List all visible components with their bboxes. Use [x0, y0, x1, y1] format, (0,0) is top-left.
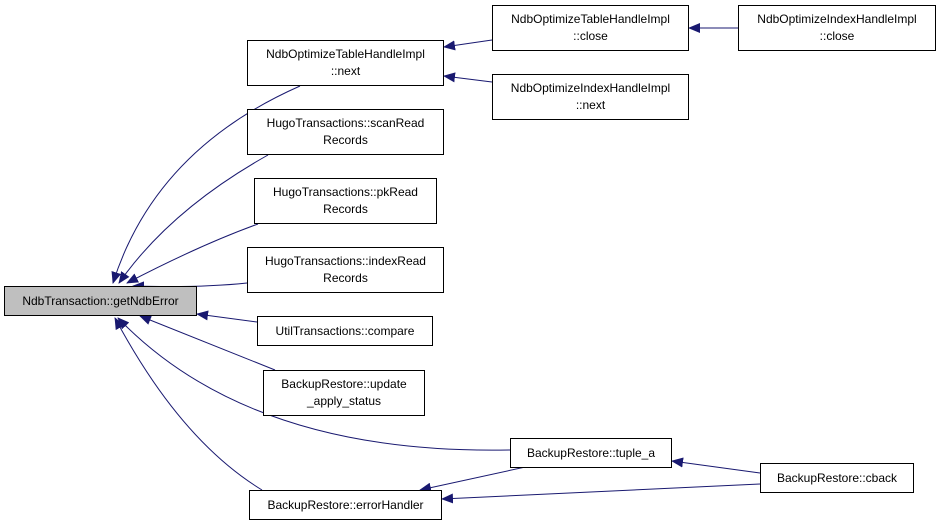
edge-hugo_pk-to-root: [126, 223, 259, 284]
node-label: ::next: [330, 64, 361, 78]
edge-backup_tuple-to-backup_error: [419, 465, 531, 493]
node-backuprestore-errorhandler[interactable]: BackupRestore::errorHandler: [249, 490, 442, 520]
node-backuprestore-cback[interactable]: BackupRestore::cback: [760, 463, 914, 493]
edge-opt_table_close-to-opt_table_next: [443, 39, 493, 51]
node-utiltransactions-compare[interactable]: UtilTransactions::compare: [257, 316, 433, 346]
node-ndboptimizeindexhandleimpl-next[interactable]: NdbOptimizeIndexHandleImpl ::next: [492, 74, 689, 120]
node-label: Records: [323, 202, 368, 216]
edge-backup_cback-to-backup_tuple: [671, 457, 761, 474]
node-label: UtilTransactions::compare: [275, 323, 415, 338]
node-label: NdbTransaction::getNdbError: [22, 293, 179, 308]
node-label: HugoTransactions::scanRead: [266, 116, 425, 130]
node-hugotransactions-scanreadrecords[interactable]: HugoTransactions::scanRead Records: [247, 109, 444, 155]
edge-backup_error-to-root: [114, 317, 263, 491]
node-label: _apply_status: [306, 394, 382, 408]
node-label: HugoTransactions::indexRead: [265, 254, 426, 268]
node-backuprestore-tuple-a[interactable]: BackupRestore::tuple_a: [510, 438, 672, 468]
node-ndboptimizeindexhandleimpl-close[interactable]: NdbOptimizeIndexHandleImpl ::close: [738, 5, 936, 51]
node-label: NdbOptimizeTableHandleImpl: [511, 12, 670, 26]
edge-backup_cback-to-backup_error: [441, 483, 761, 504]
node-label: ::close: [573, 29, 608, 43]
node-label: ::close: [819, 29, 855, 43]
node-label: BackupRestore::tuple_a: [526, 445, 656, 460]
edge-hugo_scan-to-root: [118, 154, 269, 284]
node-label: NdbOptimizeIndexHandleImpl: [510, 81, 671, 95]
node-hugotransactions-indexreadrecords[interactable]: HugoTransactions::indexRead Records: [247, 247, 444, 293]
node-label: ::next: [575, 98, 606, 112]
edge-opt_table_next-to-root: [111, 85, 301, 284]
edge-backup_tuple-to-root: [117, 317, 511, 451]
edge-backup_update-to-root: [139, 315, 276, 371]
node-label: NdbOptimizeIndexHandleImpl: [757, 12, 917, 26]
edge-opt_index_next-to-opt_table_next: [443, 72, 493, 83]
node-ndboptimizetablehandleimpl-close[interactable]: NdbOptimizeTableHandleImpl ::close: [492, 5, 689, 51]
node-ndbtransaction-getndberror: NdbTransaction::getNdbError: [4, 286, 197, 316]
edge-util_compare-to-root: [196, 310, 258, 323]
node-label: BackupRestore::errorHandler: [267, 497, 424, 512]
node-label: Records: [323, 271, 368, 285]
node-hugotransactions-pkreadrecords[interactable]: HugoTransactions::pkRead Records: [254, 178, 437, 224]
node-label: Records: [323, 133, 368, 147]
node-label: BackupRestore::update: [281, 377, 407, 391]
node-label: BackupRestore::cback: [776, 470, 898, 485]
node-label: NdbOptimizeTableHandleImpl: [266, 47, 425, 61]
node-backuprestore-update-apply-status[interactable]: BackupRestore::update _apply_status: [263, 370, 425, 416]
node-label: HugoTransactions::pkRead: [273, 185, 418, 199]
node-ndboptimizetablehandleimpl-next[interactable]: NdbOptimizeTableHandleImpl ::next: [247, 40, 444, 86]
